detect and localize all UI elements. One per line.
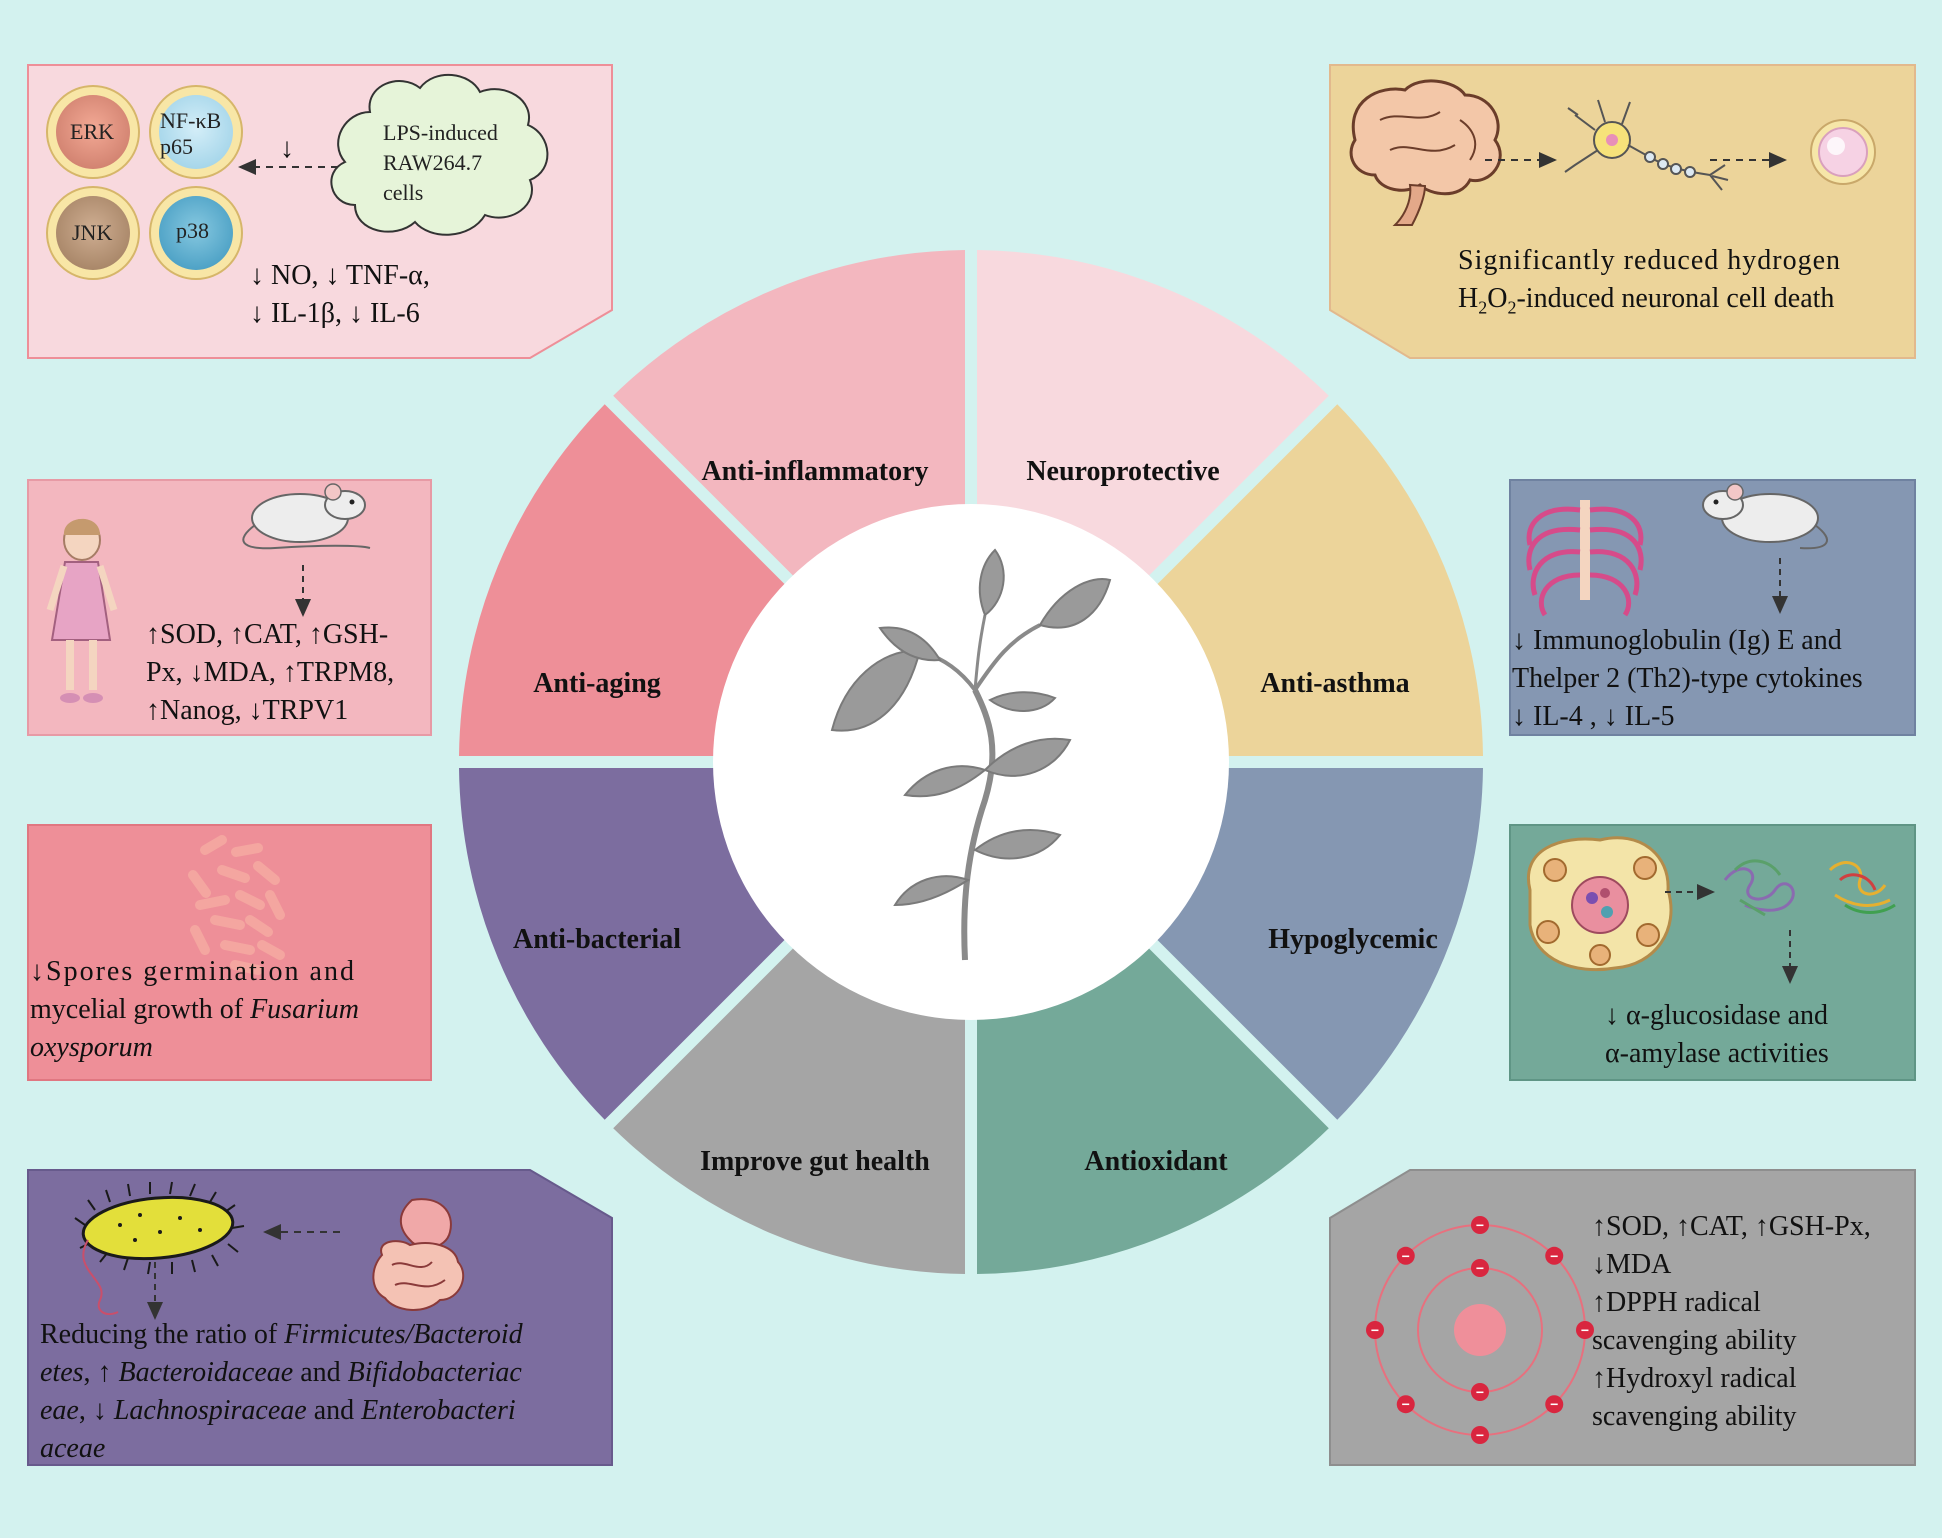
electron-sign-7: − [1402, 1248, 1410, 1264]
gut-line-2: etes, ↑ Bacteroidaceae and Bifidobacteri… [40, 1357, 522, 1388]
bacterium-icon [74, 1181, 245, 1316]
woman-icon [46, 518, 118, 703]
anti-aging-line-2: Px, ↓MDA, ↑TRPM8, [146, 657, 395, 688]
anti-inflammatory-line-2: ↓ IL-1β, ↓ IL-6 [250, 298, 420, 329]
electron-sign-3: − [1550, 1396, 1558, 1412]
anti-asthma-line-3: ↓ IL-4 , ↓ IL-5 [1512, 701, 1675, 732]
bacteria-cluster-icon [188, 835, 285, 975]
anti-bacterial-line-3: oxysporum [30, 1032, 153, 1063]
pancreas-islet-icon [1527, 836, 1673, 972]
hypoglycemic-line-1: ↓ α-glucosidase and [1605, 1000, 1829, 1031]
atom-radical-icon: − − − − − − − − − − [1366, 1216, 1594, 1444]
antioxidant-line-5: ↑Hydroxyl radical [1592, 1363, 1797, 1394]
ribcage-icon [1526, 500, 1644, 617]
anti-aging-line-3: ↑Nanog, ↓TRPV1 [146, 695, 349, 726]
segment-label-neuroprotective: Neuroprotective [1026, 456, 1220, 487]
electron-sign-5: − [1402, 1396, 1410, 1412]
electron-8 [1471, 1259, 1489, 1277]
electron-sign-0: − [1476, 1217, 1484, 1233]
segment-label-improve-gut-health: Improve gut health [700, 1146, 930, 1177]
protein-structure-icon [1723, 859, 1896, 917]
brain-icon [1349, 79, 1502, 226]
digestive-system-icon [372, 1198, 465, 1311]
wheel-center [713, 504, 1229, 1020]
nfkb-label: NF-κB p65 [160, 108, 222, 159]
anti-inflammatory-line-1: ↓ NO, ↓ TNF-α, [250, 260, 430, 291]
cloud-line-2: RAW264.7 [383, 150, 483, 175]
electron-3 [1545, 1395, 1564, 1414]
antioxidant-line-3: ↑DPPH radical [1592, 1287, 1761, 1318]
anti-asthma-line-2: Thelper 2 (Th2)-type cytokines [1512, 663, 1863, 694]
anti-aging-line-1: ↑SOD, ↑CAT, ↑GSH- [146, 619, 389, 650]
cell-icon [1810, 119, 1876, 185]
mouse-icon-asthma [1702, 483, 1828, 550]
segment-label-anti-bacterial: Anti-bacterial [513, 924, 681, 955]
segment-label-hypoglycemic: Hypoglycemic [1268, 924, 1438, 955]
electron-4 [1471, 1426, 1489, 1444]
electron-5 [1396, 1395, 1415, 1414]
electron-1 [1545, 1246, 1564, 1265]
segment-label-antioxidant: Antioxidant [1084, 1146, 1228, 1177]
electron-7 [1396, 1246, 1415, 1265]
anti-bacterial-line-1: ↓Spores germination and [30, 956, 356, 987]
electron-sign-4: − [1476, 1427, 1484, 1443]
jnk-label: JNK [72, 220, 113, 245]
pathway-circles [46, 85, 243, 280]
inhibition-arrow: ↓ [280, 133, 294, 164]
neuron-icon [1564, 99, 1729, 191]
electron-sign-2: − [1581, 1322, 1589, 1338]
anti-bacterial-line-2: mycelial growth of Fusarium [30, 994, 359, 1025]
electron-sign-6: − [1371, 1322, 1379, 1338]
hypoglycemic-line-2: α-amylase activities [1605, 1038, 1829, 1069]
electron-2 [1576, 1321, 1594, 1339]
segment-label-anti-asthma: Anti-asthma [1260, 668, 1410, 699]
segment-label-anti-aging: Anti-aging [533, 668, 661, 699]
antioxidant-line-4: scavenging ability [1592, 1325, 1797, 1356]
cloud-line-1: LPS-induced [383, 120, 498, 145]
anti-asthma-line-1: ↓ Immunoglobulin (Ig) E and [1512, 625, 1842, 656]
gut-line-4: aceae [40, 1433, 106, 1464]
electron-sign-8: − [1476, 1260, 1484, 1276]
neuroprotective-line-2: H2O2-induced neuronal cell death [1458, 283, 1835, 318]
plant-sprig-icon [830, 548, 1112, 961]
wheel [459, 250, 1483, 1274]
antioxidant-line-6: scavenging ability [1592, 1401, 1797, 1432]
antioxidant-line-2: ↓MDA [1592, 1249, 1672, 1280]
electron-0 [1471, 1216, 1489, 1234]
neuroprotective-line-1: Significantly reduced hydrogen [1458, 245, 1842, 276]
anti-asthma-box [1509, 479, 1916, 736]
segment-label-anti-inflammatory: Anti-inflammatory [701, 456, 929, 487]
antioxidant-line-1: ↑SOD, ↑CAT, ↑GSH-Px, [1592, 1211, 1871, 1242]
electron-9 [1471, 1383, 1489, 1401]
electron-6 [1366, 1321, 1384, 1339]
mouse-icon-aging [242, 483, 371, 550]
p38-label: p38 [176, 218, 209, 243]
erk-label: ERK [70, 119, 114, 144]
gut-line-1: Reducing the ratio of Firmicutes/Bactero… [40, 1319, 523, 1350]
gut-line-3: eae, ↓ Lachnospiraceae and Enterobacteri [40, 1395, 516, 1426]
lps-cloud-icon [330, 74, 549, 236]
cloud-line-3: cells [383, 180, 424, 205]
electron-sign-1: − [1550, 1248, 1558, 1264]
electron-sign-9: − [1476, 1384, 1484, 1400]
